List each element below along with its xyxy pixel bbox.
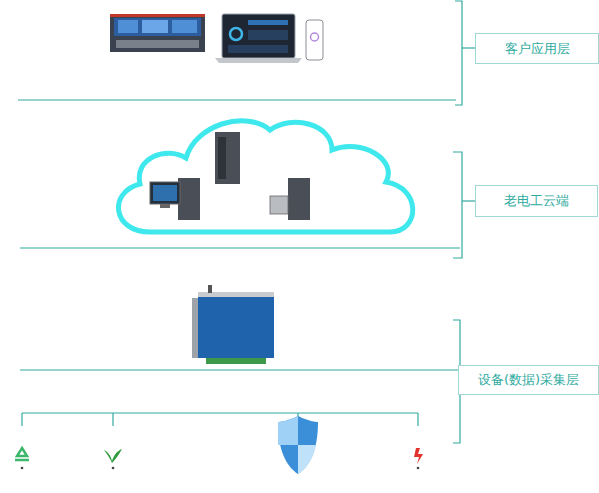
video-wall-panel <box>142 20 168 33</box>
header-strip <box>110 14 205 17</box>
shield-highlight <box>278 416 298 445</box>
layer-label-box: 设备(数据)采集层 <box>458 365 599 395</box>
layer-divider <box>20 369 458 370</box>
icon-dot <box>21 467 24 470</box>
tree-branch <box>417 413 418 426</box>
gateway-device <box>198 296 274 358</box>
layer-label: 客户应用层 <box>505 41 570 57</box>
tree-branch <box>112 413 113 426</box>
tree-line <box>22 412 418 413</box>
server-face <box>218 137 226 179</box>
phone-chart <box>311 33 319 41</box>
cloud-outline <box>118 121 412 232</box>
layer-label: 设备(数据)采集层 <box>478 372 579 388</box>
gateway-antenna <box>208 285 212 293</box>
layer-divider <box>20 247 460 248</box>
control-desk <box>116 40 199 48</box>
monitor-screen <box>153 185 177 201</box>
dashboard-bar <box>248 20 288 25</box>
dashboard-ring <box>230 28 242 40</box>
layer-bracket <box>455 1 462 105</box>
bracket-stem <box>462 47 475 48</box>
bracket-stem <box>462 200 475 201</box>
shield-icon <box>278 416 318 474</box>
server-tower <box>215 132 240 184</box>
laptop-screen <box>222 14 295 58</box>
monitor <box>150 182 180 204</box>
layer-bracket <box>453 152 462 258</box>
video-wall-panel <box>172 20 197 33</box>
layer-label-box: 老电工云端 <box>475 185 598 217</box>
shield-highlight <box>298 445 316 474</box>
monitor-stand <box>160 204 170 208</box>
storage-unit <box>270 196 288 214</box>
icon-dot <box>417 467 420 470</box>
server-tower <box>178 178 200 220</box>
dashboard-bar <box>248 30 288 40</box>
leaf-icon <box>104 449 122 463</box>
dashboard-bar <box>228 45 288 53</box>
video-wall <box>114 18 201 36</box>
layer-label-box: 客户应用层 <box>475 33 599 64</box>
laptop-base <box>215 58 302 63</box>
server-tower <box>288 178 310 220</box>
lightning-icon <box>414 448 423 464</box>
gateway-terminals <box>206 358 266 364</box>
layer-label: 老电工云端 <box>504 193 569 209</box>
control-room-image <box>110 14 205 52</box>
recycle-icon <box>15 448 29 460</box>
phone <box>306 20 323 60</box>
tree-branch <box>21 413 22 426</box>
icon-dot <box>112 467 115 470</box>
layer-divider <box>18 99 456 100</box>
video-wall-panel <box>118 20 138 33</box>
